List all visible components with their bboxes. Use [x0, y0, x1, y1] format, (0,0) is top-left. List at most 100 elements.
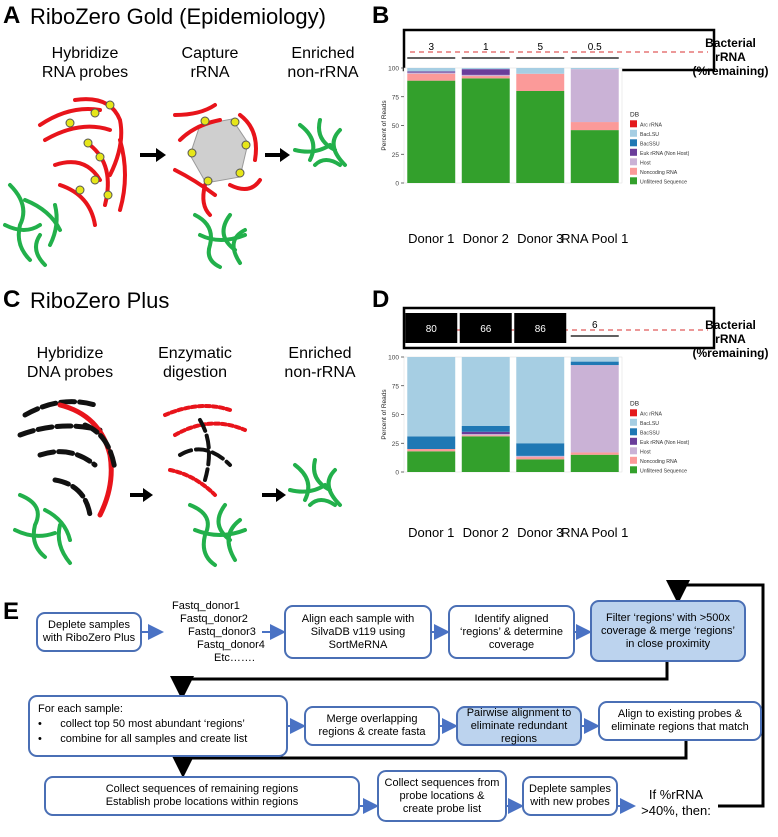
bar-segment — [407, 357, 456, 437]
bar-segment — [461, 436, 510, 472]
bacterial-value: 66 — [480, 324, 492, 335]
green-rna-middle — [193, 213, 247, 269]
legend-label: BacLSU — [640, 132, 659, 138]
bacterial-value: 5 — [537, 42, 543, 53]
legend-label: BacLSU — [640, 421, 659, 427]
panel-a-illustration — [3, 97, 347, 269]
legend-swatch — [630, 456, 637, 464]
panel-a-step1-label: Hybridize RNA probes — [30, 44, 140, 82]
flow-collect-remaining-1: Collect sequences of remaining regions — [105, 783, 299, 795]
legend-swatch — [630, 447, 637, 455]
category-label: RNA Pool 1 — [561, 525, 628, 540]
category-label: Donor 2 — [463, 231, 509, 246]
flow-fastq-2: Fastq_donor2 — [180, 613, 248, 625]
panel-a-step2-line1: Capture — [181, 45, 239, 62]
y-tick-label: 50 — [392, 412, 400, 419]
bar-segment — [461, 78, 510, 183]
panel-b-bacterial-label-line1: Bacterial — [705, 36, 756, 50]
legend-swatch — [630, 158, 637, 166]
y-axis-label: Percent of Reads — [381, 100, 388, 151]
flow-filter-regions: Filter ‘regions’ with >500x coverage & m… — [590, 600, 746, 662]
bar-segment — [516, 73, 565, 91]
panel-c-step2-line1: Enzymatic — [158, 345, 232, 362]
bacterial-value: 86 — [535, 324, 547, 335]
bar-segment — [570, 365, 619, 453]
flow-bullet-1-text: collect top 50 most abundant ‘regions’ — [60, 718, 245, 730]
flow-for-each-heading: For each sample: — [38, 703, 123, 715]
panel-d-bacterial-label-line2: rRNA — [715, 332, 746, 346]
y-tick-label: 25 — [392, 441, 400, 448]
bacterial-value: 3 — [428, 42, 434, 53]
flow-fastq-4: Fastq_donor4 — [197, 639, 265, 651]
bar-segment — [461, 426, 510, 432]
panel-a-step1-line2: RNA probes — [41, 64, 129, 81]
bacterial-rrna-box — [402, 306, 716, 350]
bar-segment — [407, 73, 456, 81]
legend-swatch — [630, 177, 637, 185]
flow-collect-remaining-2: Establish probe locations within regions — [105, 796, 299, 808]
flow-fastq-etc: Etc……. — [214, 652, 255, 664]
flow-fastq-3: Fastq_donor3 — [188, 626, 256, 638]
bar-segment — [407, 451, 456, 472]
enriched-rna-icon — [288, 458, 342, 507]
panel-c-step3-line2: non-rRNA — [284, 364, 356, 381]
flow-if-rrna: If %rRNA >40%, then: — [641, 787, 711, 818]
panel-c-step3-line1: Enriched — [288, 345, 352, 362]
legend-swatch — [630, 466, 637, 474]
panel-a-step2-label: Capture rRNA — [160, 44, 260, 82]
panel-b-bacterial-label-line2: rRNA — [715, 50, 746, 64]
legend-label: Unfiltered Sequence — [640, 468, 687, 474]
legend-swatch — [630, 418, 637, 426]
probe-beads — [65, 100, 115, 200]
bar-segment — [461, 431, 510, 435]
legend-swatch — [630, 409, 637, 417]
flow-align-existing: Align to existing probes & eliminate reg… — [598, 701, 762, 741]
y-tick-label: 100 — [388, 355, 399, 362]
panel-a-letter: A — [3, 2, 21, 29]
legend-label: Host — [640, 449, 651, 455]
bar-segment — [461, 74, 510, 77]
legend-label: Host — [640, 160, 651, 166]
panel-b-letter: B — [372, 2, 390, 29]
legend-title: DB — [630, 111, 639, 118]
panel-d-letter: D — [372, 286, 390, 313]
panel-c-step1-line1: Hybridize — [36, 345, 104, 362]
legend-swatch — [630, 129, 637, 137]
legend-label: Noncoding RNA — [640, 459, 678, 465]
legend-label: Unfiltered Sequence — [640, 179, 687, 185]
flow-for-each-bullet-2: • combine for all samples and create lis… — [38, 733, 248, 745]
flow-for-each-sample: For each sample: • collect top 50 most a… — [28, 695, 288, 757]
panel-d-bacterial-label-line1: Bacterial — [705, 318, 756, 332]
bar-segment — [516, 459, 565, 472]
bar-segment — [461, 357, 510, 426]
flow-deplete-ribozero: Deplete samples with RiboZero Plus — [36, 612, 142, 652]
bacterial-value-box — [405, 313, 458, 343]
rna-probes — [38, 97, 127, 227]
flow-merge-overlapping: Merge overlapping regions & create fasta — [304, 706, 440, 746]
y-tick-label: 75 — [392, 94, 400, 101]
flow-bullet-2-text: combine for all samples and create list — [60, 733, 248, 745]
panel-a-step3-label: Enriched non-rRNA — [278, 44, 368, 82]
panel-e-connectors — [141, 580, 765, 814]
panel-d-bacterial-label: Bacterial rRNA (%remaining) — [683, 318, 778, 360]
y-tick-label: 0 — [395, 181, 399, 188]
bar-segment — [516, 91, 565, 183]
y-tick-label: 50 — [392, 123, 400, 130]
panel-a-step2-line2: rRNA — [190, 64, 230, 81]
category-label: Donor 3 — [517, 231, 563, 246]
bar-segment — [516, 443, 565, 456]
legend-swatch — [630, 428, 637, 436]
panel-c-step3-label: Enriched non-rRNA — [270, 344, 370, 382]
bar-segment — [570, 452, 619, 455]
panel-c-title: RiboZero Plus — [30, 288, 170, 313]
legend-label: Arc rRNA — [640, 411, 662, 417]
panel-a-title: RiboZero Gold (Epidemiology) — [30, 4, 326, 29]
legend-swatch — [630, 148, 637, 156]
legend-label: Noncoding RNA — [640, 170, 678, 176]
bacterial-value-box — [514, 313, 567, 343]
y-axis-label: Percent of Reads — [381, 389, 388, 440]
bar-segment — [570, 357, 619, 362]
legend-swatch — [630, 120, 637, 128]
